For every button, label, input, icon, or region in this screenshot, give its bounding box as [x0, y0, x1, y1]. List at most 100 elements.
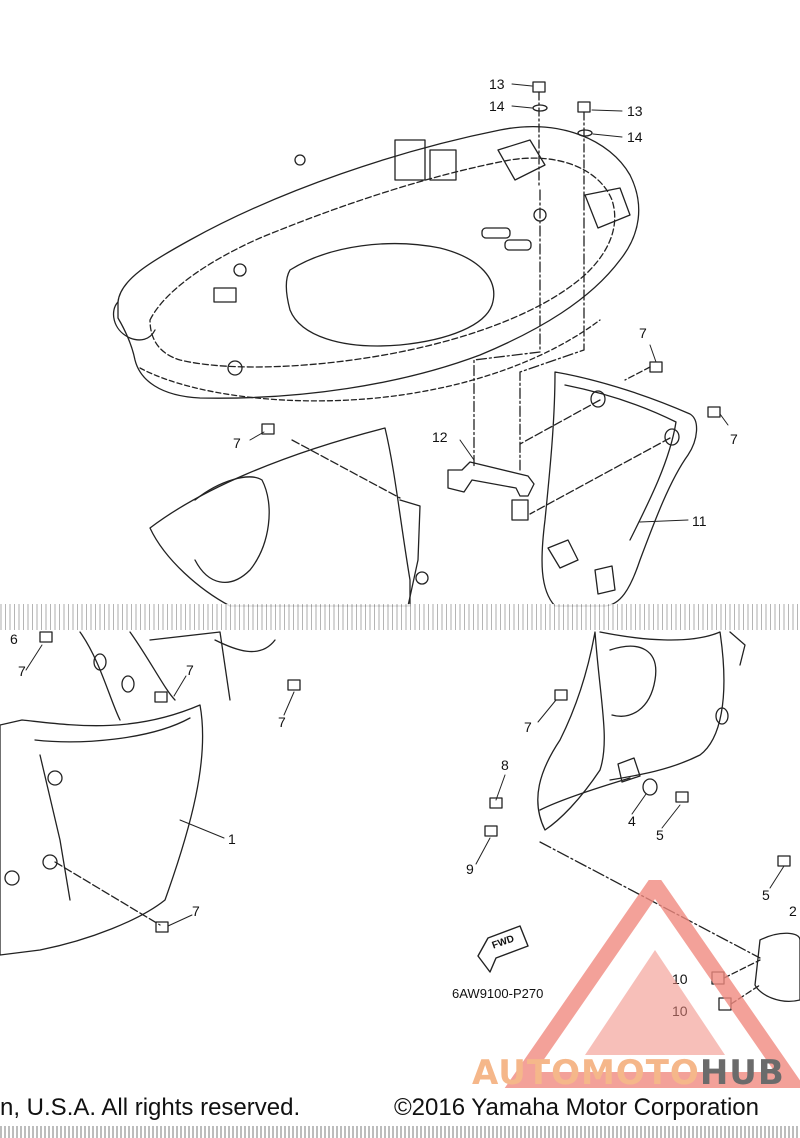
grommet-1-c: [4, 870, 20, 886]
side-cover-left-upper: [149, 427, 411, 607]
watermark-triangle-inner: [585, 950, 725, 1055]
axis-line-f: [624, 366, 651, 381]
grommet-1-d: [93, 653, 107, 671]
axis-line-e: [291, 439, 401, 499]
side-cover-1-upper-b: [129, 631, 176, 701]
axis-line-g: [54, 861, 161, 926]
callout-1: 1: [228, 831, 236, 847]
clip-11-b: [594, 565, 616, 595]
callout-6: 6: [10, 631, 18, 647]
grommet-1-e: [121, 675, 135, 693]
callout-7-c: 7: [233, 435, 241, 451]
callout-12: 12: [432, 429, 448, 445]
bottom-cowling-inner: [149, 157, 616, 368]
side-cover-1: [0, 704, 204, 956]
axis-line-c: [519, 399, 601, 445]
drawing-code: 6AW9100-P270: [452, 986, 544, 1001]
axis-line-d: [529, 437, 671, 515]
bracket-block-b: [429, 149, 457, 181]
side-cover-1-upper-c: [214, 639, 276, 653]
grommet-4: [642, 778, 658, 796]
footer-copyright-right: ©2016 Yamaha Motor Corporation: [394, 1094, 760, 1121]
watermark-text-part1: AUTOMOTO: [472, 1053, 700, 1093]
side-cover-left-edge: [399, 499, 421, 607]
side-cover-2-recess: [609, 645, 657, 717]
callout-5-a: 5: [656, 827, 664, 843]
callout-7-b: 7: [730, 431, 738, 447]
bracket-block-c: [497, 139, 546, 181]
screws-bottom-left: [39, 631, 301, 933]
washer-14-a: [532, 104, 548, 112]
callout-14-a: 14: [489, 98, 505, 114]
bracket-12: [447, 461, 535, 497]
footer-copyright-left: n, U.S.A. All rights reserved.: [0, 1094, 301, 1121]
screws-top: [261, 361, 721, 435]
grommet-11-b: [664, 428, 680, 446]
callout-8: 8: [501, 757, 509, 773]
side-cover-11: [541, 371, 698, 607]
watermark-text-part2: HUB: [699, 1053, 785, 1093]
callout-5-b: 5: [762, 887, 770, 903]
axis-line-i: [723, 959, 761, 979]
callout-7-a: 7: [639, 325, 647, 341]
callout-13-a: 13: [489, 76, 505, 92]
bottom-cowling-rim: [139, 319, 601, 402]
screws-bottom-right: [484, 689, 791, 867]
side-cover-2-edge: [729, 631, 746, 666]
callout-7-f: 7: [278, 714, 286, 730]
callout-13-b: 13: [627, 103, 643, 119]
side-cover-1-crease: [39, 754, 71, 901]
fwd-arrow: [477, 925, 529, 973]
callout-14-b: 14: [627, 129, 643, 145]
side-cover-2-panel: [599, 631, 725, 781]
scan-bottom-noise: [0, 1126, 800, 1138]
washer-14-b: [577, 129, 593, 137]
callout-9: 9: [466, 861, 474, 877]
callout-4: 4: [628, 813, 636, 829]
bracket-block-d: [584, 187, 631, 229]
callout-7-e: 7: [186, 662, 194, 678]
callout-2: 2: [789, 903, 797, 919]
bolt-13-b: [577, 101, 591, 113]
grommet-left: [415, 571, 429, 585]
side-cover-1-edge: [34, 717, 191, 743]
slot-a: [481, 227, 511, 239]
leader-lines: [25, 83, 785, 927]
side-cover-2-upper: [537, 631, 605, 831]
bottom-cowling-opening: [285, 242, 495, 347]
side-cover-1-upper-a: [79, 631, 121, 721]
side-cover-left-recess: [194, 476, 270, 583]
boss-c: [227, 360, 243, 376]
watermark-triangle-outer: [504, 880, 800, 1088]
bracket-block-a: [394, 139, 426, 181]
axis-line-b: [519, 199, 585, 471]
clip-11: [547, 539, 579, 569]
bottom-cowling-lip: [112, 301, 156, 341]
clip-2: [617, 757, 641, 783]
grommet-1-b: [42, 854, 58, 870]
bottom-cowling-outline: [117, 126, 640, 399]
boss-a: [294, 154, 306, 166]
watermark-text: AUTOMOTOHUB: [472, 1056, 785, 1090]
watermark-logo: [504, 880, 800, 1088]
grommet-11-a: [590, 390, 606, 408]
callout-11: 11: [692, 513, 707, 529]
side-cover-2-tip: [754, 932, 800, 1002]
bolt-13-a: [532, 81, 546, 93]
bracket-12-foot: [511, 499, 529, 521]
boss-b: [233, 263, 247, 277]
callout-7-h: 7: [524, 719, 532, 735]
grommet-2-a: [715, 707, 729, 725]
side-cover-2-lower: [539, 777, 631, 811]
callout-7-d: 7: [18, 663, 26, 679]
side-cover-1-upper-d: [149, 631, 231, 701]
slot-c: [213, 287, 237, 303]
callout-7-g: 7: [192, 903, 200, 919]
slot-b: [504, 239, 532, 251]
side-cover-11-inner: [564, 384, 677, 541]
scan-tear-band: [0, 604, 800, 630]
axis-line-a: [473, 189, 541, 469]
grommet-1-a: [47, 770, 63, 786]
